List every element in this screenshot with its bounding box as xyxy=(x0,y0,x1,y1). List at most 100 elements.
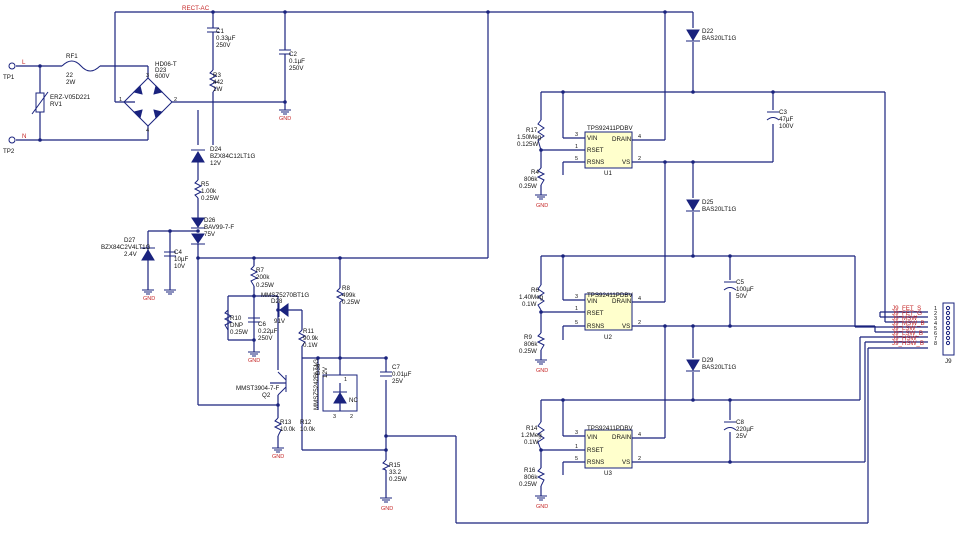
gnd-symbol: GND xyxy=(535,194,548,209)
svg-text:1: 1 xyxy=(575,306,578,312)
r11-resistor: R11 90.9k 0.1W xyxy=(297,328,319,349)
svg-text:2: 2 xyxy=(638,320,641,326)
svg-text:BAV99-7-F: BAV99-7-F xyxy=(204,224,234,231)
svg-text:3: 3 xyxy=(146,73,149,79)
svg-text:4: 4 xyxy=(934,321,937,327)
rf1-fuse: RF1 22 2W xyxy=(61,53,101,86)
svg-text:5: 5 xyxy=(934,326,937,332)
svg-text:GND: GND xyxy=(248,358,260,364)
svg-text:600V: 600V xyxy=(155,73,170,80)
svg-text:R8: R8 xyxy=(342,285,350,292)
svg-text:J9: J9 xyxy=(945,358,952,365)
svg-text:MMSZ5270BT1G: MMSZ5270BT1G xyxy=(261,292,309,299)
svg-text:DRAIN: DRAIN xyxy=(612,136,631,143)
svg-text:DRAIN: DRAIN xyxy=(612,298,631,305)
junction-dots xyxy=(38,10,775,464)
c8-capacitor: C8 220µF 25V xyxy=(723,419,754,440)
gnd-symbol xyxy=(164,289,176,295)
svg-text:TPS92411PDBV: TPS92411PDBV xyxy=(587,292,634,299)
svg-text:1: 1 xyxy=(934,306,937,312)
svg-text:806k: 806k xyxy=(524,341,538,348)
svg-text:BAS20LT1G: BAS20LT1G xyxy=(702,35,736,42)
svg-text:12V: 12V xyxy=(322,366,329,378)
svg-text:U3: U3 xyxy=(604,470,612,477)
svg-text:6: 6 xyxy=(934,331,937,337)
j9-pin-numbers: 1 2 3 4 5 6 7 8 xyxy=(934,306,937,347)
svg-text:Q2: Q2 xyxy=(262,392,271,399)
svg-text:RSET: RSET xyxy=(587,447,604,454)
svg-text:R6: R6 xyxy=(531,287,539,294)
svg-text:MMSZ5242BLT1G: MMSZ5242BLT1G xyxy=(313,359,320,410)
svg-text:2: 2 xyxy=(934,311,937,317)
svg-text:D25: D25 xyxy=(702,199,714,206)
svg-text:NC: NC xyxy=(349,397,358,404)
d29-diode: D29 BAS20LT1G xyxy=(686,357,736,372)
svg-text:0.1µF: 0.1µF xyxy=(289,58,305,65)
svg-text:4: 4 xyxy=(638,296,641,302)
svg-text:C3: C3 xyxy=(779,109,787,116)
u3-ic: TPS92411PDBV U3 VIN RSET RSNS DRAIN VS 3… xyxy=(519,421,641,488)
svg-text:C5: C5 xyxy=(736,279,744,286)
svg-text:J9_HSW_B: J9_HSW_B xyxy=(892,340,924,347)
svg-text:J9_FET_G: J9_FET_G xyxy=(892,310,922,317)
svg-text:1.00k: 1.00k xyxy=(201,188,217,195)
j9-net-labels: J9_FET_S J9_FET_G J9_MSW J9_MSW_B J9_LSW… xyxy=(892,305,925,347)
terminal-tp2: TP2 N xyxy=(3,133,26,155)
svg-text:4: 4 xyxy=(638,134,641,140)
svg-text:1.2Meg: 1.2Meg xyxy=(521,432,542,439)
svg-text:RSNS: RSNS xyxy=(587,459,604,466)
svg-text:RSNS: RSNS xyxy=(587,159,604,166)
d22-diode: D22 BAS20LT1G xyxy=(686,28,736,42)
svg-text:L: L xyxy=(22,59,26,66)
svg-text:C7: C7 xyxy=(392,364,400,371)
svg-text:RV1: RV1 xyxy=(50,101,62,108)
svg-text:3: 3 xyxy=(575,430,578,436)
svg-text:D22: D22 xyxy=(702,28,714,35)
svg-text:5: 5 xyxy=(575,456,578,462)
svg-text:ERZ-V05D221: ERZ-V05D221 xyxy=(50,94,91,101)
svg-text:250V: 250V xyxy=(216,42,231,49)
svg-text:100V: 100V xyxy=(779,123,794,130)
svg-text:D26: D26 xyxy=(204,217,216,224)
svg-text:BAS20LT1G: BAS20LT1G xyxy=(702,206,736,213)
c5-capacitor: C5 100µF 50V xyxy=(723,279,754,300)
svg-text:DNP: DNP xyxy=(230,322,243,329)
svg-text:R9: R9 xyxy=(524,334,532,341)
rv1-varistor: ERZ-V05D221 RV1 xyxy=(31,91,91,115)
svg-text:3: 3 xyxy=(333,414,336,420)
svg-text:0.25W: 0.25W xyxy=(230,329,248,336)
svg-text:0.25W: 0.25W xyxy=(389,476,407,483)
svg-text:33.2: 33.2 xyxy=(389,469,402,476)
svg-text:0.33µF: 0.33µF xyxy=(216,35,236,42)
svg-text:25V: 25V xyxy=(736,433,748,440)
svg-text:RSNS: RSNS xyxy=(587,323,604,330)
svg-text:HD06-T: HD06-T xyxy=(155,61,177,68)
svg-text:R5: R5 xyxy=(201,181,209,188)
d28-zener-diode: MMSZ5270BT1G D28 91V xyxy=(261,292,309,325)
svg-text:1: 1 xyxy=(344,377,347,383)
svg-text:90.9k: 90.9k xyxy=(303,335,319,342)
svg-text:2: 2 xyxy=(638,156,641,162)
svg-text:10.0k: 10.0k xyxy=(280,426,296,433)
svg-text:GND: GND xyxy=(381,506,393,512)
svg-text:2.4V: 2.4V xyxy=(124,251,138,258)
svg-text:50V: 50V xyxy=(736,293,748,300)
u2-ic: TPS92411PDBV U2 VIN RSET RSNS DRAIN VS 3… xyxy=(519,284,641,355)
svg-text:0.25W: 0.25W xyxy=(519,348,537,355)
svg-text:U2: U2 xyxy=(604,334,612,341)
svg-text:200k: 200k xyxy=(256,274,270,281)
svg-text:1: 1 xyxy=(575,144,578,150)
svg-text:1.40Meg: 1.40Meg xyxy=(519,294,544,301)
r12-resistor: R12 10.0k xyxy=(300,419,316,433)
svg-text:C1: C1 xyxy=(216,28,224,35)
svg-text:0.01µF: 0.01µF xyxy=(392,371,412,378)
svg-text:2: 2 xyxy=(638,456,641,462)
svg-text:D29: D29 xyxy=(702,357,714,364)
svg-text:BZX84C2V4LT1G: BZX84C2V4LT1G xyxy=(101,244,151,251)
svg-text:R7: R7 xyxy=(256,267,264,274)
svg-text:499k: 499k xyxy=(342,292,356,299)
svg-text:GND: GND xyxy=(279,116,291,122)
svg-text:1.50Meg: 1.50Meg xyxy=(517,134,542,141)
svg-text:5: 5 xyxy=(575,320,578,326)
